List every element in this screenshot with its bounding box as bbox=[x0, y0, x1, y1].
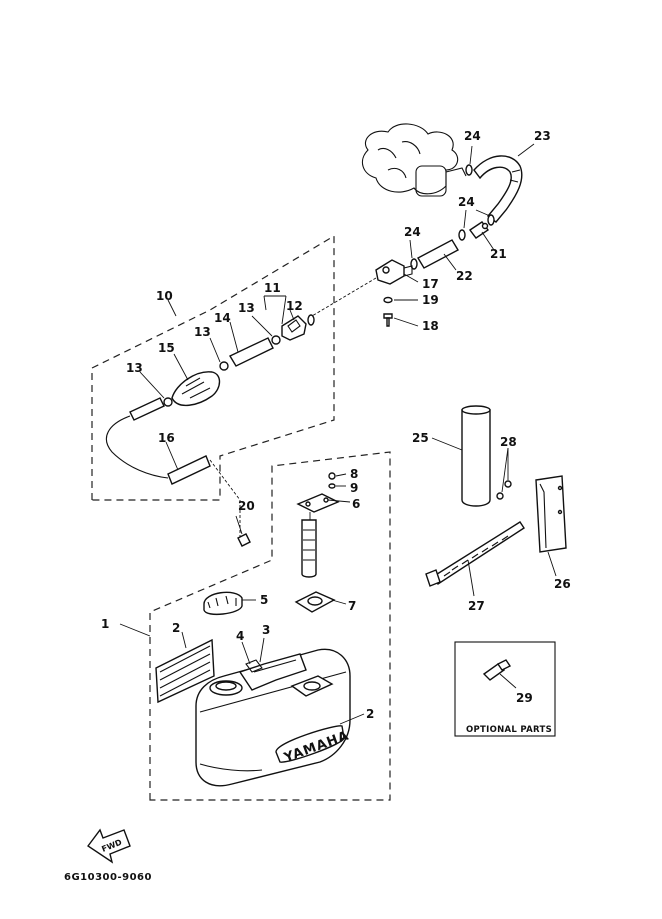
callout-6: 6 bbox=[352, 497, 360, 511]
callout-18: 18 bbox=[422, 319, 439, 333]
callout-22: 22 bbox=[456, 269, 473, 283]
callout-7: 7 bbox=[348, 599, 356, 613]
clip-24c bbox=[458, 229, 466, 241]
primer-bulb-15 bbox=[171, 371, 221, 406]
callout-11: 11 bbox=[264, 281, 281, 295]
callout-8: 8 bbox=[350, 467, 358, 481]
optional-parts-label: OPTIONAL PARTS bbox=[466, 725, 552, 735]
callout-2-left: 2 bbox=[172, 621, 180, 635]
callout-29: 29 bbox=[516, 691, 533, 705]
fwd-arrow-icon: FWD bbox=[86, 828, 131, 864]
callout-20: 20 bbox=[238, 499, 255, 513]
callout-10: 10 bbox=[156, 289, 173, 303]
engine-outline bbox=[361, 123, 467, 197]
clamp-13a bbox=[271, 335, 281, 345]
clip-24b bbox=[487, 214, 495, 226]
fuel-gauge-6 bbox=[296, 493, 340, 578]
callout-13-middle: 13 bbox=[194, 325, 211, 339]
leader-lines bbox=[119, 143, 557, 725]
callout-12: 12 bbox=[286, 299, 303, 313]
callout-24-left: 24 bbox=[404, 225, 421, 239]
callout-4: 4 bbox=[236, 629, 244, 643]
callout-27: 27 bbox=[468, 599, 485, 613]
tank-handle-4 bbox=[245, 659, 263, 673]
cap-5 bbox=[203, 591, 243, 616]
callout-3: 3 bbox=[262, 623, 270, 637]
callout-25: 25 bbox=[412, 431, 429, 445]
gasket-7 bbox=[294, 591, 336, 613]
callout-numbers: 1 2 2 3 4 5 6 7 8 9 10 11 12 13 13 13 14… bbox=[101, 129, 571, 721]
optional-parts-box bbox=[454, 641, 556, 737]
hose-22 bbox=[417, 239, 459, 269]
callout-26: 26 bbox=[554, 577, 571, 591]
valve-29 bbox=[482, 659, 512, 681]
tank-group-outline bbox=[149, 451, 391, 801]
callout-1: 1 bbox=[101, 617, 109, 631]
clamp-13c bbox=[163, 397, 173, 407]
connector-21 bbox=[468, 221, 490, 239]
callout-13-lower: 13 bbox=[126, 361, 143, 375]
cover-25 bbox=[461, 405, 491, 507]
hose-16 bbox=[106, 397, 241, 540]
callout-2-right: 2 bbox=[366, 707, 374, 721]
callout-24-middle: 24 bbox=[458, 195, 475, 209]
decal-2-left bbox=[155, 638, 215, 704]
clamp-13b bbox=[219, 361, 229, 371]
callout-16: 16 bbox=[158, 431, 175, 445]
clip-24a bbox=[465, 164, 473, 176]
screws-28 bbox=[496, 480, 512, 500]
hose-23 bbox=[473, 155, 523, 223]
callout-24-top: 24 bbox=[464, 129, 481, 143]
hose-14 bbox=[229, 337, 274, 367]
hose-assy-group-outline bbox=[91, 234, 335, 501]
callout-21: 21 bbox=[490, 247, 507, 261]
callout-17: 17 bbox=[422, 277, 439, 291]
bracket-26 bbox=[535, 475, 567, 553]
callout-5: 5 bbox=[260, 593, 268, 607]
washer-19 bbox=[383, 296, 393, 304]
connector-12 bbox=[281, 314, 315, 341]
bolt-18 bbox=[383, 313, 393, 327]
callout-19: 19 bbox=[422, 293, 439, 307]
callout-13-upper: 13 bbox=[238, 301, 255, 315]
washer-9 bbox=[328, 483, 336, 489]
fuel-tank-body bbox=[195, 648, 351, 787]
screw-8 bbox=[328, 472, 336, 480]
connector-20 bbox=[237, 533, 251, 547]
drawing-code: 6G10300-9060 bbox=[64, 872, 152, 883]
joint-17 bbox=[375, 259, 413, 285]
callout-9: 9 bbox=[350, 481, 358, 495]
callout-28: 28 bbox=[500, 435, 517, 449]
callout-15: 15 bbox=[158, 341, 175, 355]
callout-23: 23 bbox=[534, 129, 551, 143]
callout-14: 14 bbox=[214, 311, 231, 325]
strap-27 bbox=[425, 521, 525, 587]
